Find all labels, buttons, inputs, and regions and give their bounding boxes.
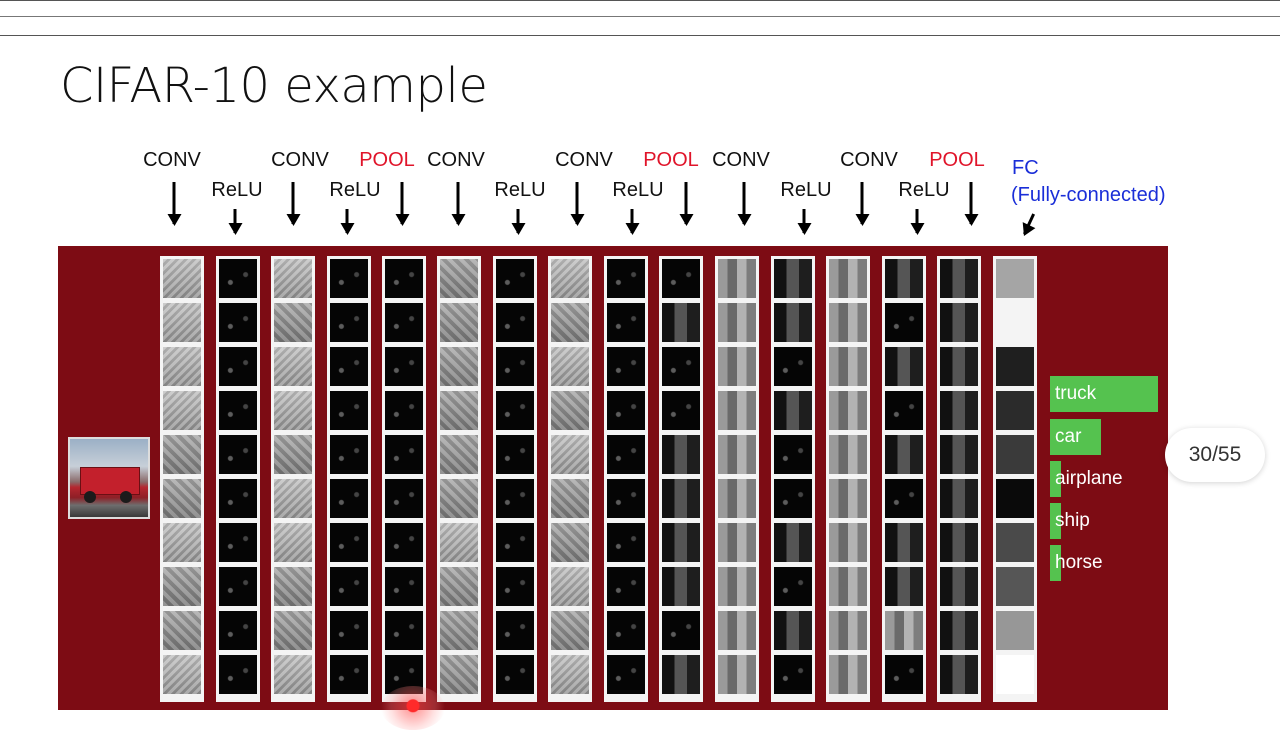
arrow-down-icon (575, 182, 579, 224)
layer-label-fc-sub: (Fully-connected) (1011, 184, 1166, 206)
arrow-down-icon (915, 209, 919, 233)
toolbar-divider (0, 16, 1280, 17)
activation-column-pool1 (382, 256, 426, 702)
activation-column-relu3 (493, 256, 537, 702)
arrow-down-icon (400, 182, 404, 224)
arrow-down-icon (345, 209, 349, 233)
activation-column-relu6 (882, 256, 926, 702)
activation-column-relu1 (216, 256, 260, 702)
arrow-down-icon (456, 182, 460, 224)
arrow-down-icon (802, 209, 806, 233)
arrow-down-icon (684, 182, 688, 224)
layer-label-conv-4: CONV (555, 149, 613, 171)
truck-body (80, 467, 140, 495)
class-score-bar-horse: horse (1050, 545, 1103, 581)
layer-label-pool-3: POOL (929, 149, 985, 171)
activation-column-pool2 (659, 256, 703, 702)
arrow-down-icon (233, 209, 237, 233)
layer-label-relu-1: ReLU (211, 179, 263, 201)
activation-column-conv4 (548, 256, 592, 702)
arrow-down-icon (516, 209, 520, 233)
layer-label-conv-1: CONV (143, 149, 201, 171)
layer-label-relu-3: ReLU (494, 179, 546, 201)
activation-column-conv2 (271, 256, 315, 702)
layer-label-conv-6: CONV (840, 149, 898, 171)
layer-label-relu-6: ReLU (898, 179, 950, 201)
input-image-truck (68, 437, 150, 519)
layer-label-conv-5: CONV (712, 149, 770, 171)
activation-column-conv6 (826, 256, 870, 702)
activation-column-conv3 (437, 256, 481, 702)
class-score-bar-truck: truck (1050, 376, 1158, 412)
arrow-down-icon (291, 182, 295, 224)
arrow-diagonal-icon (1022, 213, 1036, 235)
layer-label-fc: FC (1012, 157, 1039, 179)
activation-column-relu4 (604, 256, 648, 702)
class-score-bar-airplane: airplane (1050, 461, 1123, 497)
activation-column-relu5 (771, 256, 815, 702)
arrow-down-icon (860, 182, 864, 224)
slide-title: CIFAR-10 example (60, 58, 488, 114)
activation-column-relu2 (327, 256, 371, 702)
activation-column-pool3 (937, 256, 981, 702)
arrow-down-icon (742, 182, 746, 224)
arrow-down-icon (172, 182, 176, 224)
layer-label-relu-2: ReLU (329, 179, 381, 201)
layer-label-relu-5: ReLU (780, 179, 832, 201)
layer-label-conv-2: CONV (271, 149, 329, 171)
layer-label-pool-1: POOL (359, 149, 415, 171)
page-indicator: 30/55 (1165, 428, 1265, 482)
layer-label-pool-2: POOL (643, 149, 699, 171)
truck-wheel (84, 491, 96, 503)
top-toolbar (0, 0, 1280, 36)
truck-wheel (120, 491, 132, 503)
arrow-down-icon (969, 182, 973, 224)
class-score-bar-car: car (1050, 419, 1101, 455)
arrow-down-icon (630, 209, 634, 233)
activation-column-fc (993, 256, 1037, 702)
activation-column-conv5 (715, 256, 759, 702)
activation-column-conv1 (160, 256, 204, 702)
class-score-bar-ship: ship (1050, 503, 1090, 539)
layer-label-conv-3: CONV (427, 149, 485, 171)
laser-pointer-cursor (381, 686, 445, 730)
layer-label-relu-4: ReLU (612, 179, 664, 201)
